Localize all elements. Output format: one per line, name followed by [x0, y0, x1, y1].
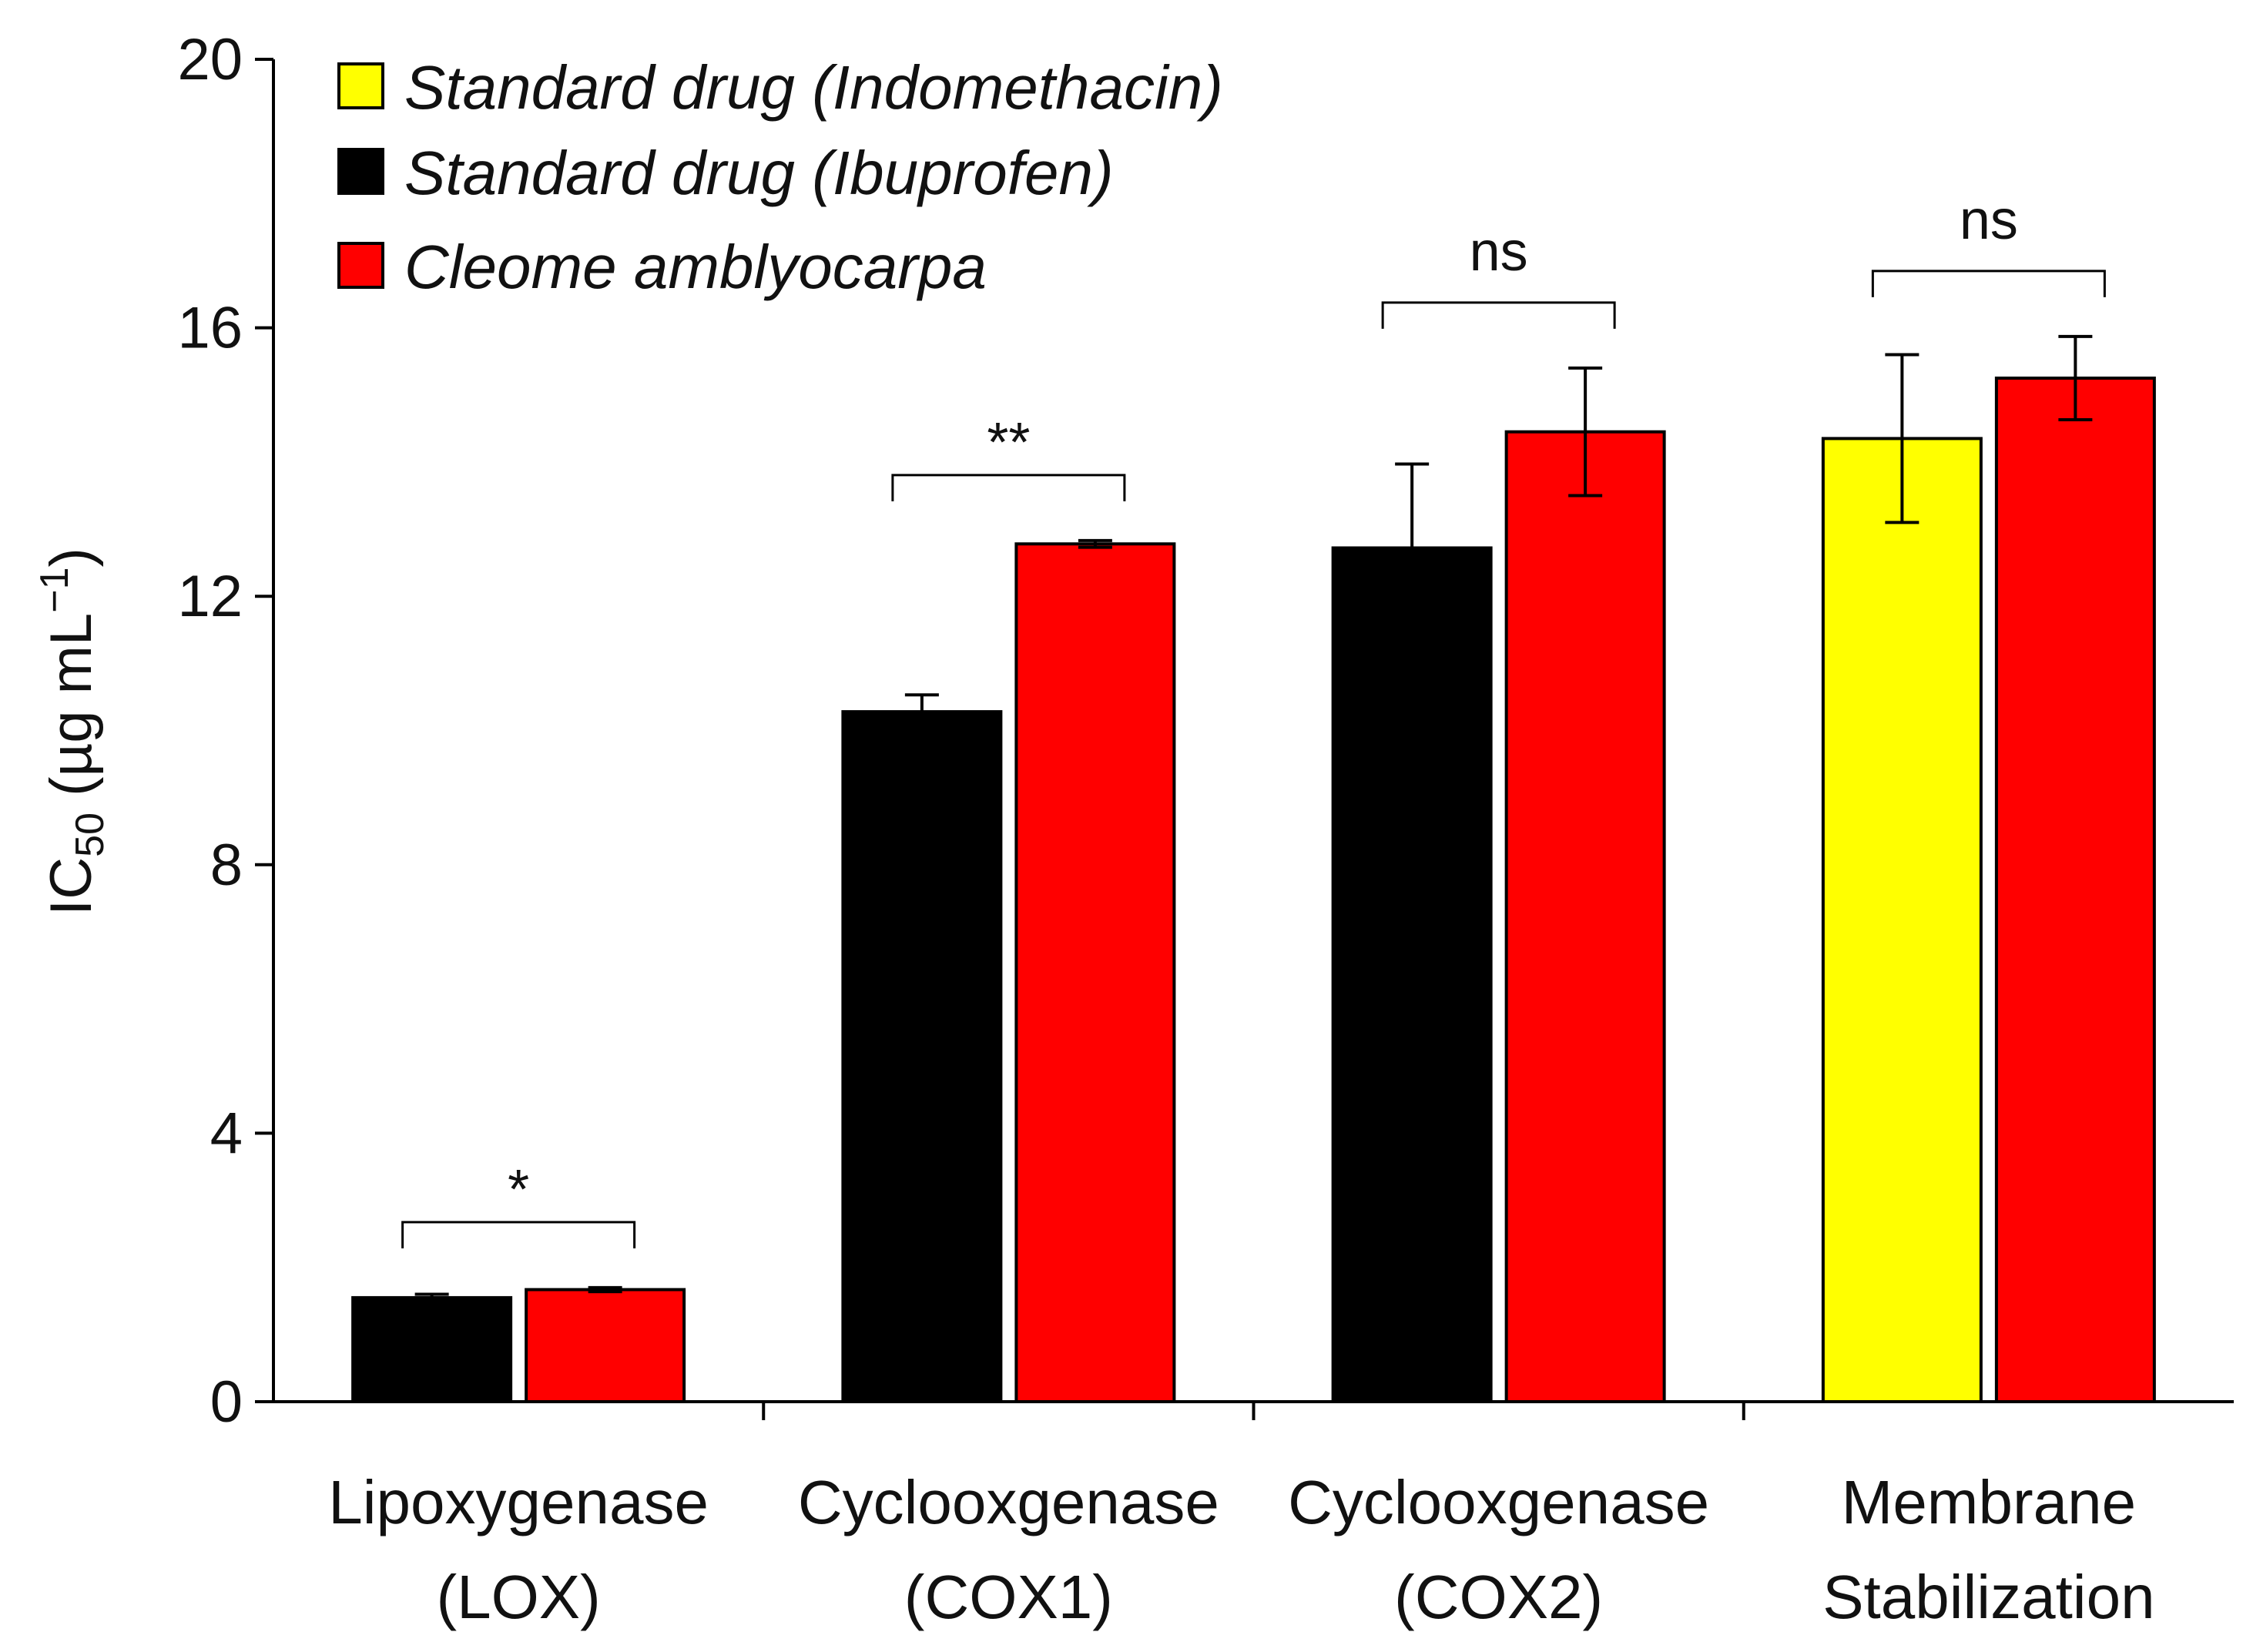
significance-label: ns — [1470, 221, 1528, 283]
x-category-label: Membrane — [1842, 1468, 2136, 1536]
significance-label: * — [508, 1159, 529, 1221]
y-axis-label: IC50 (µg mL−1) — [32, 548, 112, 916]
legend-swatch — [337, 242, 384, 289]
x-category-label: (COX2) — [1394, 1563, 1603, 1631]
bar — [841, 710, 1003, 1403]
significance-label: ns — [1960, 189, 2018, 251]
y-label-sub: 50 — [68, 813, 112, 857]
x-category-label: (COX1) — [904, 1563, 1113, 1631]
y-label-main: IC — [39, 857, 104, 916]
legend-swatch — [337, 148, 384, 195]
y-tick-label: 12 — [177, 564, 243, 629]
legend: Standard drug (Indomethacin) Standard dru… — [337, 53, 1223, 301]
x-category-label: (LOX) — [436, 1563, 600, 1631]
significance-bracket — [1871, 270, 2106, 297]
legend-label: Standard drug (Indomethacin) — [404, 53, 1223, 122]
x-category-labels: Lipoxygenase (LOX) Cyclooxgenase (COX1) Cycl… — [328, 1468, 2154, 1631]
y-label-unit: (µg mL — [39, 613, 104, 813]
y-ticks-layer: 0 4 8 12 16 20 — [177, 27, 273, 1435]
bar — [525, 1288, 686, 1403]
legend-label: Standard drug (Ibuprofen) — [404, 139, 1114, 207]
y-tick-label: 20 — [177, 27, 243, 92]
legend-swatch — [337, 62, 384, 109]
y-tick-label: 0 — [210, 1369, 243, 1435]
bar — [351, 1295, 513, 1403]
x-category-label: Cyclooxgenase — [1288, 1468, 1709, 1536]
significance-bracket — [891, 474, 1126, 501]
y-tick-label: 8 — [210, 833, 243, 898]
error-bars-layer — [414, 334, 2093, 1303]
y-label-sup: −1 — [32, 568, 77, 613]
significance-bracket — [401, 1221, 636, 1248]
bars-layer — [351, 376, 2156, 1404]
significance-label: ** — [987, 412, 1030, 474]
significance-bracket — [1381, 301, 1616, 329]
bar — [1014, 542, 1176, 1403]
x-category-label: Lipoxygenase — [328, 1468, 709, 1536]
x-category-label: Cyclooxgenase — [798, 1468, 1219, 1536]
legend-label: Cleome amblyocarpa — [404, 233, 987, 301]
y-tick-label: 4 — [210, 1101, 243, 1166]
bar — [1821, 437, 1983, 1404]
bar — [1504, 430, 1666, 1403]
y-label-close: ) — [39, 548, 104, 567]
bar — [1994, 376, 2156, 1403]
x-category-label: Stabilization — [1822, 1563, 2154, 1631]
bar — [1331, 546, 1493, 1403]
y-tick-label: 16 — [177, 296, 243, 361]
axes-layer — [272, 59, 2234, 1420]
